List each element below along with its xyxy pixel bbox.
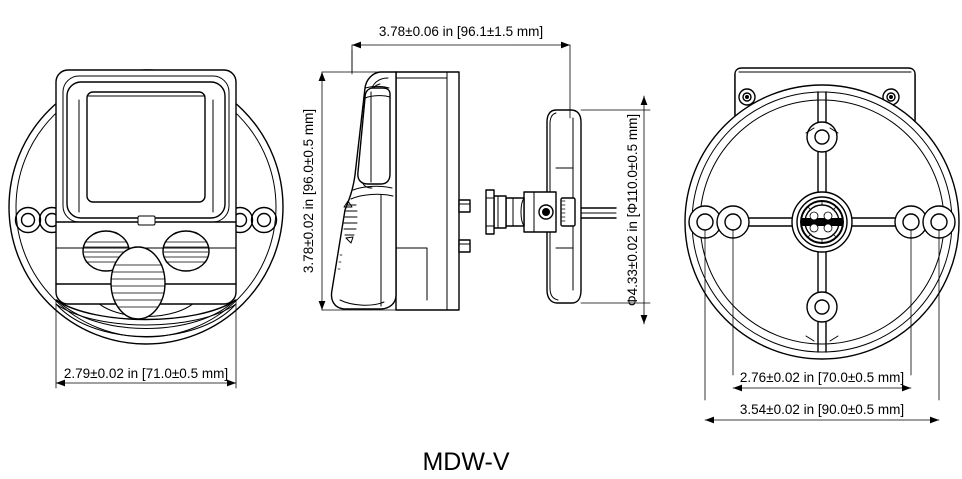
front-body-bottom-sweep2 <box>55 303 237 326</box>
rear-seam-bottom <box>805 335 839 342</box>
section-cable <box>580 207 617 219</box>
side-lower-lip <box>352 185 393 191</box>
side-lower-lip2 <box>350 193 394 200</box>
dim-rear-inner-width-label: 2.76±0.02 in [70.0±0.5 mm] <box>740 370 904 385</box>
rear-mounting-hole-right <box>894 205 956 239</box>
side-display-recess <box>357 87 391 185</box>
front-grille-right <box>162 230 210 272</box>
dim-side-height-label: 3.78±0.02 in [96.0±0.5 mm] <box>301 109 316 273</box>
drawing-title: MDW-V <box>422 448 509 476</box>
side-texture-marks <box>337 254 343 270</box>
side-connector-tabs <box>458 199 471 253</box>
side-shell-bottom <box>339 299 385 306</box>
rear-center-connector <box>791 191 853 253</box>
front-mounting-lug-right <box>226 206 278 234</box>
dim-side-height: 3.78±0.02 in [96.0±0.5 mm] <box>301 71 326 311</box>
rear-mounting-hole-left <box>688 205 750 239</box>
dim-rear-inner-width: 2.76±0.02 in [70.0±0.5 mm] <box>732 370 912 392</box>
dim-rear-outer-width-label: 3.54±0.02 in [90.0±0.5 mm] <box>740 402 904 417</box>
dim-front-width-label: 2.79±0.02 in [71.0±0.5 mm] <box>64 366 228 381</box>
side-display-recess-top <box>364 95 391 99</box>
dim-plate-diameter: Φ4.33±0.02 in [Φ110.0±0.5 mm] <box>625 95 648 325</box>
front-body-bottom-sweep <box>55 299 237 321</box>
dim-rear-outer-width: 3.54±0.02 in [90.0±0.5 mm] <box>704 402 940 424</box>
dim-top-width-label: 3.78±0.06 in [96.1±1.5 mm] <box>379 24 543 39</box>
dim-front-width: 2.79±0.02 in [71.0±0.5 mm] <box>55 366 237 387</box>
section-connector-body <box>485 189 557 235</box>
section-port <box>560 197 576 227</box>
dim-plate-diameter-label: Φ4.33±0.02 in [Φ110.0±0.5 mm] <box>625 114 640 306</box>
side-bezel-lip <box>364 86 390 89</box>
rear-seam-top <box>805 127 839 134</box>
front-sensor-grille <box>110 246 166 320</box>
dim-top-width: 3.78±0.06 in [96.1±1.5 mm] <box>351 24 571 119</box>
side-rib-grille <box>343 200 358 244</box>
rear-view <box>684 67 960 401</box>
section-view <box>485 109 651 304</box>
front-view <box>8 69 284 389</box>
rear-bracket-hole-bottom <box>806 121 838 153</box>
side-housing-recess <box>395 247 428 301</box>
front-display-window <box>86 91 206 203</box>
rear-bracket-hole-top <box>806 291 838 323</box>
front-latch-tab <box>137 215 156 226</box>
side-view <box>321 49 471 311</box>
